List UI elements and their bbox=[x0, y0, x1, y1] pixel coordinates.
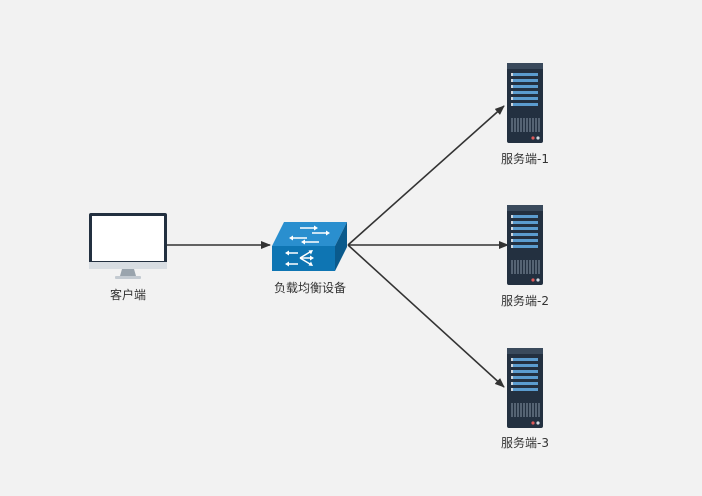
load-balancer-label: 负载均衡设备 bbox=[273, 281, 347, 295]
server-3-icon[interactable] bbox=[507, 348, 543, 428]
edge-load-balancer-to-server-3[interactable] bbox=[347, 244, 505, 388]
client-label: 客户端 bbox=[109, 288, 147, 302]
server-2-label: 服务端-2 bbox=[501, 294, 549, 308]
server-1-icon[interactable] bbox=[507, 63, 543, 143]
server-1-label: 服务端-1 bbox=[501, 152, 549, 166]
load-balancer-switch-icon[interactable] bbox=[272, 222, 347, 271]
server-3-label: 服务端-3 bbox=[501, 436, 549, 450]
edges bbox=[167, 105, 509, 388]
server-2-icon[interactable] bbox=[507, 205, 543, 285]
client-monitor-icon[interactable] bbox=[89, 213, 167, 279]
edge-load-balancer-to-server-1[interactable] bbox=[347, 105, 505, 246]
